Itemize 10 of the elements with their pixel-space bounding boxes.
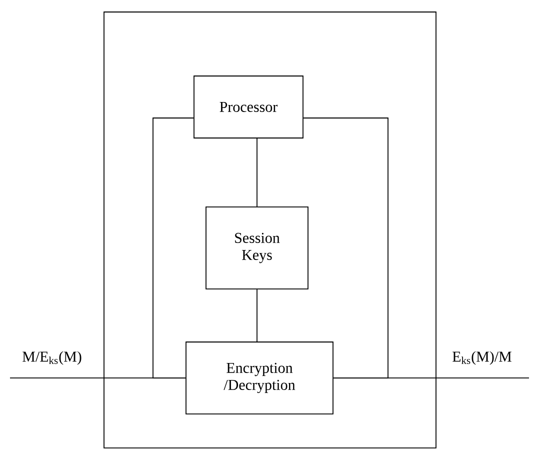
edge-label: M/E$_{ks}$(M) bbox=[22, 351, 82, 365]
edge-label: E$_{ks}$(M)/M bbox=[452, 351, 512, 365]
process-box: Encryption /Decryption bbox=[186, 342, 334, 414]
connector-line bbox=[256, 138, 258, 207]
connector-line bbox=[152, 118, 194, 378]
enclosure-box bbox=[104, 12, 436, 448]
process-box: Processor bbox=[194, 76, 304, 138]
connector-line bbox=[256, 288, 258, 342]
connector-line bbox=[303, 118, 388, 378]
process-box: Session Keys bbox=[206, 206, 308, 290]
